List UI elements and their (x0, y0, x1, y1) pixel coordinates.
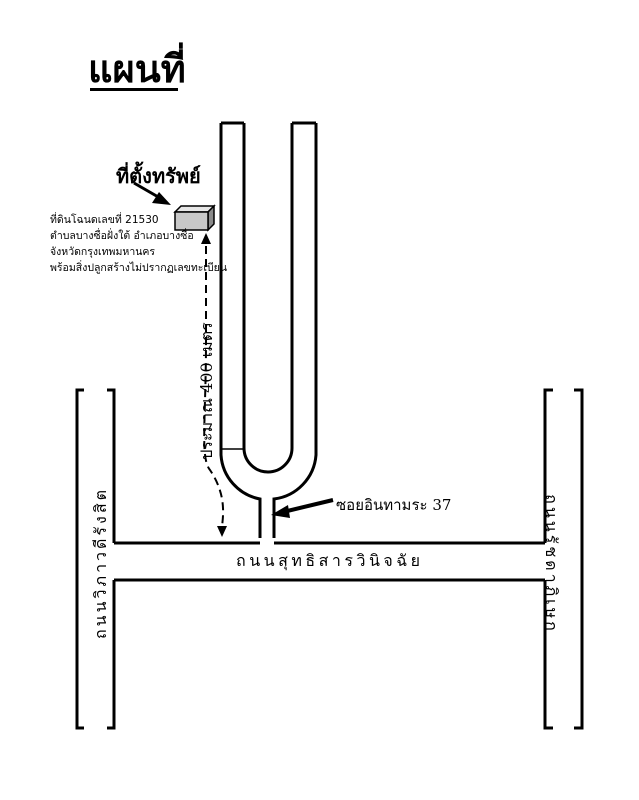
left-road-inner-edge-top (107, 388, 116, 543)
description-line: จังหวัดกรุงเทพมหานคร (50, 246, 156, 258)
description-line: ตำบลบางซื่อฝั่งใต้ อำเภอบางซื่อ (50, 230, 194, 242)
route-arrowhead-top (201, 233, 211, 244)
left-road-outer-edge (75, 388, 84, 730)
location-arrowhead (152, 192, 171, 205)
description-line: พร้อมสิ่งปลูกสร้างไม่ปรากฏเลขทะเบียน (50, 262, 228, 274)
distance-route-dashed (203, 246, 225, 527)
soi-lane-outline-right (272, 123, 318, 538)
property-location-label: ที่ตั้งทรัพย์ (116, 164, 201, 188)
right-road-label: ถนนรัชดาภิเษก (542, 494, 561, 634)
soi-label: ซอยอินทามระ 37 (336, 496, 452, 514)
left-road-inner-edge-bottom (107, 580, 116, 730)
soi-lane-inner (242, 123, 294, 474)
soi-arrowhead (271, 505, 290, 518)
route-arrowhead-bottom (217, 526, 227, 537)
description-line: ที่ดินโฉนดเลขที่ 21530 (50, 214, 159, 226)
soi-lane-outline (219, 123, 262, 538)
distance-label: ประมาณ 400 เมตร (197, 322, 216, 460)
right-road-inner-edge-top (543, 388, 553, 543)
property-building-icon (173, 204, 216, 232)
main-road-label: ถนนสุทธิสารวินิจฉัย (236, 551, 424, 570)
location-pointer-arrow (133, 181, 161, 200)
map-title: แผนที่ (88, 47, 186, 91)
soi-pointer-arrow (282, 498, 334, 514)
right-road-inner-edge-bottom (543, 580, 553, 730)
right-road-outer-edge (574, 388, 584, 730)
left-road-label: ถนนวิภาวดีรังสิต (91, 487, 110, 640)
title-underline (90, 88, 178, 91)
property-description: ที่ดินโฉนดเลขที่ 21530 ตำบลบางซื่อฝั่งใต… (50, 212, 227, 276)
